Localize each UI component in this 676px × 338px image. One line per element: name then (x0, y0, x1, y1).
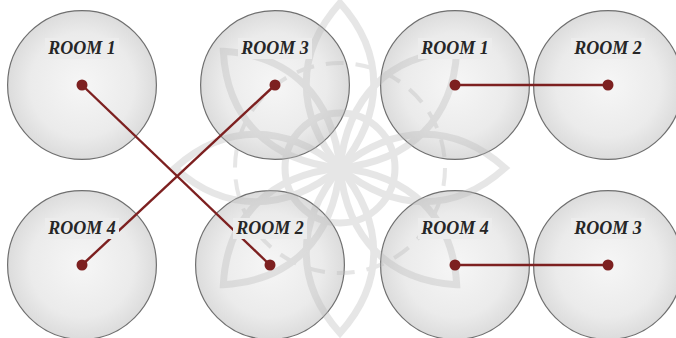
room-outline (380, 10, 530, 160)
room-label-holder: ROOM 3 (200, 38, 350, 59)
room-dot (270, 80, 281, 91)
room-outline-circle (381, 191, 530, 338)
room-outline (200, 10, 350, 160)
room-circle: ROOM 2 (533, 10, 676, 160)
room-dot (603, 80, 614, 91)
room-label-holder: ROOM 2 (533, 38, 676, 59)
room-outline-circle (8, 191, 157, 338)
room-label: ROOM 1 (418, 38, 492, 59)
room-circle: ROOM 1 (380, 10, 530, 160)
room-label-holder: ROOM 4 (380, 218, 530, 239)
room-circle: ROOM 1 (7, 10, 157, 160)
room-dot (450, 260, 461, 271)
room-dot (77, 80, 88, 91)
room-outline-circle (196, 191, 345, 338)
room-connector (455, 84, 608, 86)
room-outline-circle (534, 191, 676, 338)
room-label: ROOM 4 (418, 218, 492, 239)
room-dot (450, 80, 461, 91)
room-outline (380, 190, 530, 338)
room-outline (195, 190, 345, 338)
room-label-holder: ROOM 3 (533, 218, 676, 239)
room-label-holder: ROOM 2 (195, 218, 345, 239)
room-label: ROOM 4 (45, 218, 119, 239)
room-label-holder: ROOM 4 (7, 218, 157, 239)
room-circle: ROOM 2 (195, 190, 345, 338)
room-outline-circle (8, 11, 157, 160)
room-dot (77, 260, 88, 271)
room-label: ROOM 2 (571, 38, 645, 59)
room-outline-circle (201, 11, 350, 160)
room-dot (603, 260, 614, 271)
room-outline (7, 10, 157, 160)
room-circle: ROOM 4 (380, 190, 530, 338)
room-connector (455, 264, 608, 266)
room-label: ROOM 3 (571, 218, 645, 239)
room-label-holder: ROOM 1 (380, 38, 530, 59)
room-label: ROOM 1 (45, 38, 119, 59)
room-outline (7, 190, 157, 338)
room-label: ROOM 2 (233, 218, 307, 239)
room-outline (533, 190, 676, 338)
room-circle: ROOM 3 (200, 10, 350, 160)
room-outline-circle (534, 11, 676, 160)
room-label: ROOM 3 (238, 38, 312, 59)
room-outline-circle (381, 11, 530, 160)
room-outline (533, 10, 676, 160)
room-circle: ROOM 3 (533, 190, 676, 338)
room-circle: ROOM 4 (7, 190, 157, 338)
room-label-holder: ROOM 1 (7, 38, 157, 59)
room-dot (265, 260, 276, 271)
